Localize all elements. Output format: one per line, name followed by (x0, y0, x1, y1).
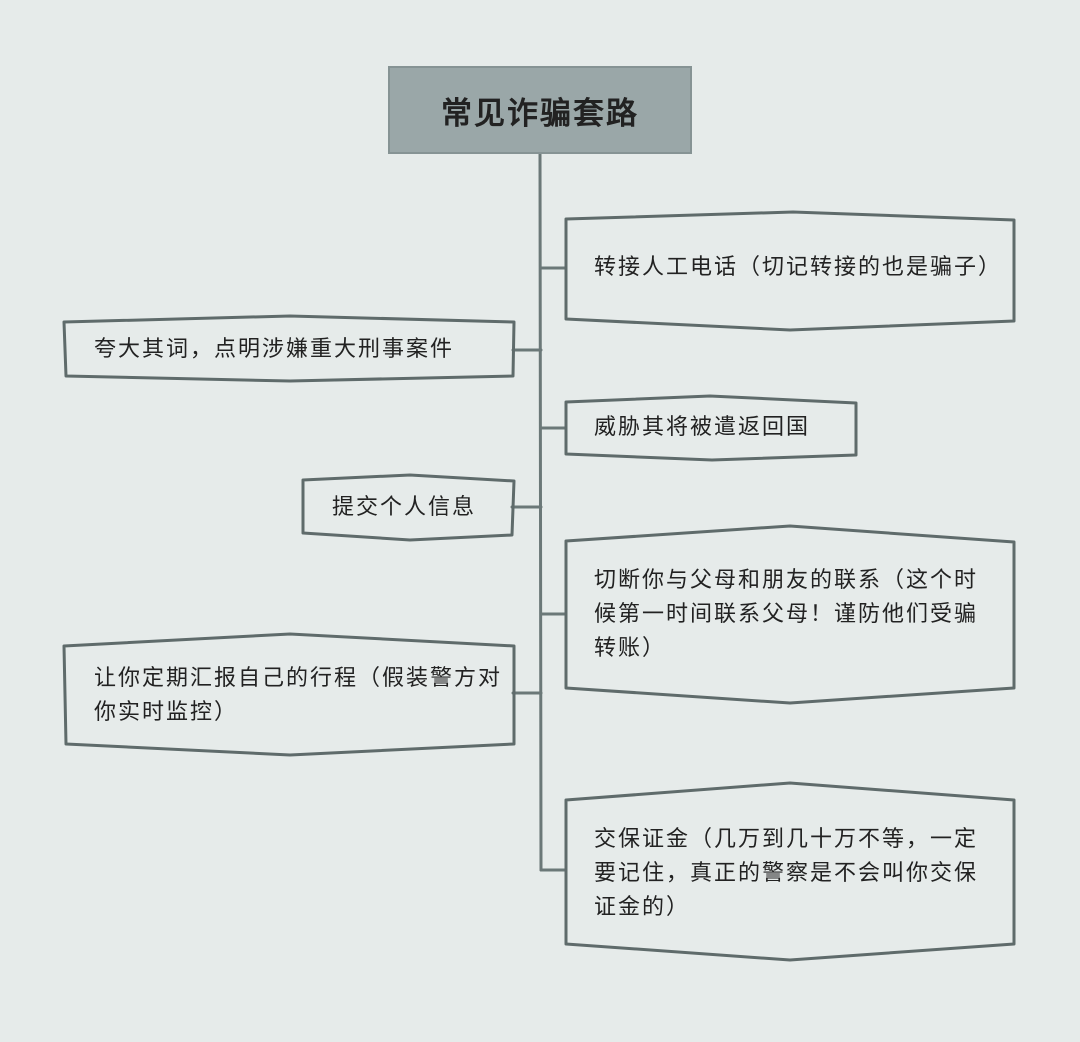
diagram-title: 常见诈骗套路 (441, 95, 639, 132)
trunk-line (538, 152, 543, 872)
node-submit-info: 提交个人信息 (332, 495, 477, 520)
node-threat-deport: 威胁其将被遣返回国 (594, 415, 811, 440)
node-box-4 (301, 473, 516, 542)
node-cut-contact: 切断你与父母和朋友的联系（这个时候第一时间联系父母！谨防他们受骗转账） (594, 568, 979, 661)
node-box-1 (564, 210, 1016, 332)
title-box (388, 66, 692, 154)
node-box-5 (564, 524, 1016, 705)
node-report-itinerary: 让你定期汇报自己的行程（假装警方对你实时监控） (94, 666, 503, 725)
node-exaggerate-crime: 夸大其词，点明涉嫌重大刑事案件 (94, 337, 455, 362)
node-box-3 (564, 394, 858, 462)
node-box-7 (564, 781, 1016, 962)
node-pay-bail: 交保证金（几万到几十万不等，一定要记住，真正的警察是不会叫你交保证金的） (594, 827, 979, 920)
node-box-6 (62, 632, 516, 757)
node-box-2 (62, 314, 516, 383)
node-transfer-call: 转接人工电话（切记转接的也是骗子） (594, 255, 1003, 280)
